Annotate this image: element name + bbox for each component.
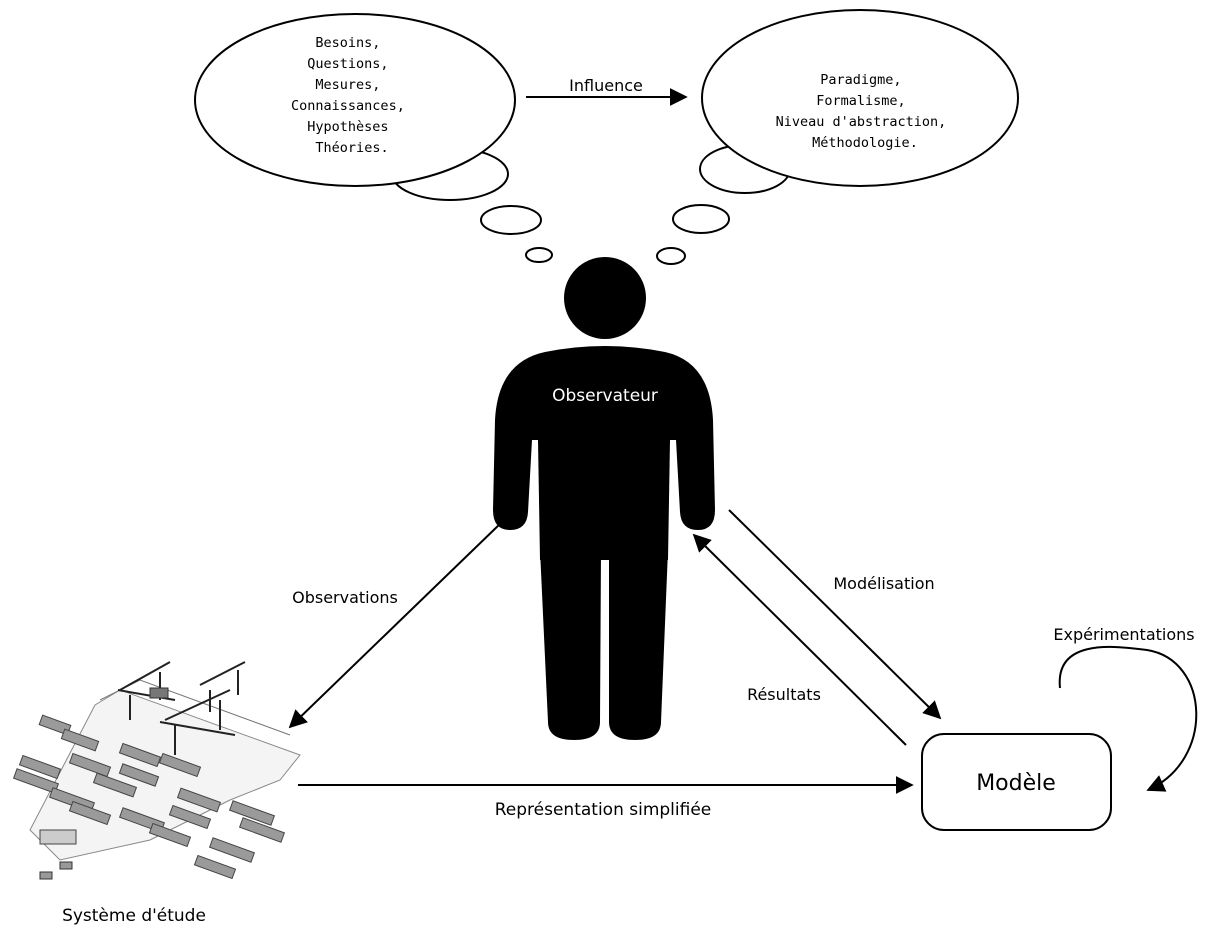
thought-left-line: Connaissances, bbox=[291, 98, 405, 114]
observer-torso bbox=[493, 346, 715, 560]
thought-bubble-left-tail-small bbox=[525, 247, 553, 263]
model-label: Modèle bbox=[976, 771, 1056, 796]
thought-left-text: Besoins, Questions, Mesures, Connaissanc… bbox=[291, 35, 413, 156]
container-stack bbox=[118, 742, 162, 768]
observer-right-leg bbox=[609, 550, 668, 740]
observer-head bbox=[564, 257, 646, 339]
thought-bubble-right-tail-medium bbox=[672, 204, 730, 234]
container-stack bbox=[168, 804, 212, 830]
waterfront bbox=[99, 679, 291, 736]
thought-bubble-right: Paradigme, Formalisme, Niveau d'abstract… bbox=[656, 9, 1019, 265]
thought-right-line: Niveau d'abstraction, bbox=[776, 114, 947, 130]
resultats-label: Résultats bbox=[747, 685, 821, 704]
observer-label: Observateur bbox=[552, 386, 658, 406]
container-stack bbox=[12, 768, 60, 794]
container-stack bbox=[60, 728, 100, 752]
system-label: Système d'étude bbox=[62, 906, 206, 926]
representation-arrow: Représentation simplifiée bbox=[298, 776, 914, 820]
gantry-crane bbox=[159, 689, 236, 755]
thought-right-line: Formalisme, bbox=[816, 93, 905, 109]
thought-left-line: Hypothèses bbox=[307, 119, 388, 135]
container-stack bbox=[38, 714, 72, 736]
thought-bubble-right-tail-small bbox=[656, 247, 686, 265]
model-box: Modèle bbox=[921, 733, 1112, 831]
observations-arrow: Observations bbox=[288, 521, 503, 729]
container-stack bbox=[92, 772, 138, 798]
observer-left-leg bbox=[540, 550, 601, 740]
thought-right-text: Paradigme, Formalisme, Niveau d'abstract… bbox=[776, 72, 955, 151]
container-stack bbox=[193, 854, 237, 880]
modelisation-label: Modélisation bbox=[833, 574, 934, 593]
experimentations-label: Expérimentations bbox=[1053, 625, 1194, 644]
thought-bubble-left-tail-medium bbox=[480, 205, 542, 235]
thought-right-line: Paradigme, bbox=[820, 72, 901, 88]
truck bbox=[59, 861, 73, 870]
thought-right-line: Méthodologie. bbox=[812, 135, 918, 151]
container-stack bbox=[118, 763, 160, 787]
container-stack bbox=[208, 837, 256, 863]
container-stack bbox=[158, 752, 202, 778]
container-stack bbox=[228, 800, 276, 826]
container-stack bbox=[68, 752, 112, 778]
thought-bubble-left: Besoins, Questions, Mesures, Connaissanc… bbox=[194, 13, 553, 263]
terminal-building bbox=[39, 829, 77, 845]
container-stack bbox=[148, 822, 192, 848]
gantry-crane bbox=[117, 661, 176, 720]
container-stack bbox=[176, 787, 222, 813]
experimentations-loop: Expérimentations bbox=[1053, 625, 1198, 792]
influence-arrow: Influence bbox=[526, 76, 688, 106]
thought-bubble-left-main bbox=[194, 13, 516, 187]
container-stack bbox=[68, 800, 112, 826]
truck bbox=[39, 871, 53, 880]
thought-left-line: Besoins, bbox=[315, 35, 380, 51]
container-stack bbox=[238, 817, 286, 843]
observations-label: Observations bbox=[292, 588, 398, 607]
representation-label: Représentation simplifiée bbox=[495, 800, 712, 820]
thought-bubble-right-main bbox=[701, 9, 1019, 187]
observer-figure: Observateur bbox=[493, 257, 715, 740]
modelisation-arrow: Modélisation bbox=[728, 509, 942, 720]
thought-left-line: Théories. bbox=[315, 140, 388, 156]
gantry-crane bbox=[199, 661, 246, 712]
port-terminal-illustration bbox=[12, 661, 301, 880]
container-stack bbox=[18, 754, 62, 780]
thought-left-line: Questions, bbox=[307, 56, 388, 72]
truck bbox=[149, 687, 169, 699]
thought-left-line: Mesures, bbox=[315, 77, 380, 93]
resultats-arrow: Résultats bbox=[692, 533, 907, 746]
influence-label: Influence bbox=[569, 76, 643, 95]
